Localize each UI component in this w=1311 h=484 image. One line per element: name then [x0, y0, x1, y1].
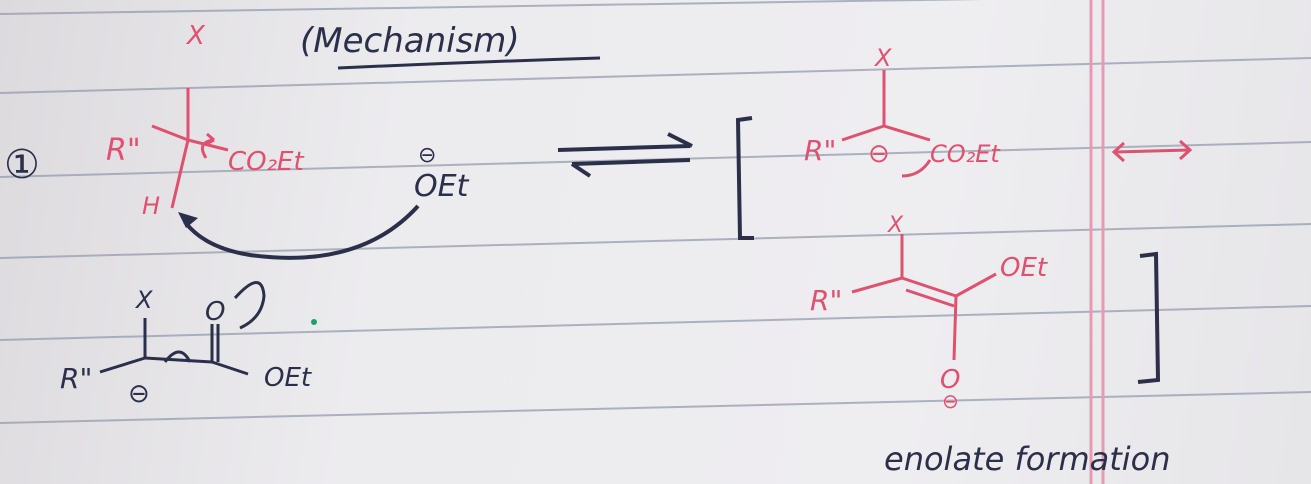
ink-dot — [311, 319, 317, 325]
base-charge: ⊖ — [418, 143, 436, 168]
enolate-alkoxy: OEt — [1000, 253, 1048, 283]
carbanion-leaving-group: X — [873, 44, 892, 72]
reactant-molecule — [151, 88, 229, 209]
enolate-substituent: R" — [810, 284, 842, 317]
carbanion-ester: CO₂Et — [930, 140, 1001, 168]
intermediate-charge: ⊖ — [128, 379, 150, 409]
left-bracket — [735, 116, 754, 240]
ruled-lines — [0, 0, 1311, 424]
base-label: OEt — [414, 169, 470, 204]
intermediate-substituent: R" — [60, 362, 92, 395]
enolate-structure — [851, 234, 997, 361]
margin-lines — [1089, 0, 1105, 484]
reactant-substituent: R" — [106, 133, 141, 168]
enolate-oxygen: O — [940, 365, 960, 395]
reactant-hydrogen: H — [142, 192, 160, 220]
step-number: ① — [4, 142, 40, 188]
caption: enolate formation — [884, 440, 1171, 478]
carbanion-substituent: R" — [804, 134, 836, 167]
equilibrium-arrow — [557, 132, 693, 178]
reactant-ester: CO₂Et — [228, 147, 304, 177]
reactant-leaving-group: X — [185, 21, 206, 51]
intermediate-alkoxy: OEt — [264, 363, 312, 393]
title-underline — [337, 56, 601, 70]
carbanion-charge: ⊖ — [868, 139, 890, 169]
deprotonation-arrow — [178, 204, 420, 260]
enolate-leaving-group: X — [887, 213, 904, 238]
intermediate-leaving-group: X — [134, 286, 153, 314]
intermediate-oxygen: O — [205, 297, 225, 327]
resonance-arrow — [1111, 139, 1193, 163]
page-title: (Mechanism) — [300, 21, 520, 61]
carbanion-structure — [841, 70, 932, 178]
intermediate-structure — [99, 281, 266, 376]
enolate-charge: ⊖ — [942, 389, 959, 413]
right-bracket — [1137, 251, 1161, 384]
